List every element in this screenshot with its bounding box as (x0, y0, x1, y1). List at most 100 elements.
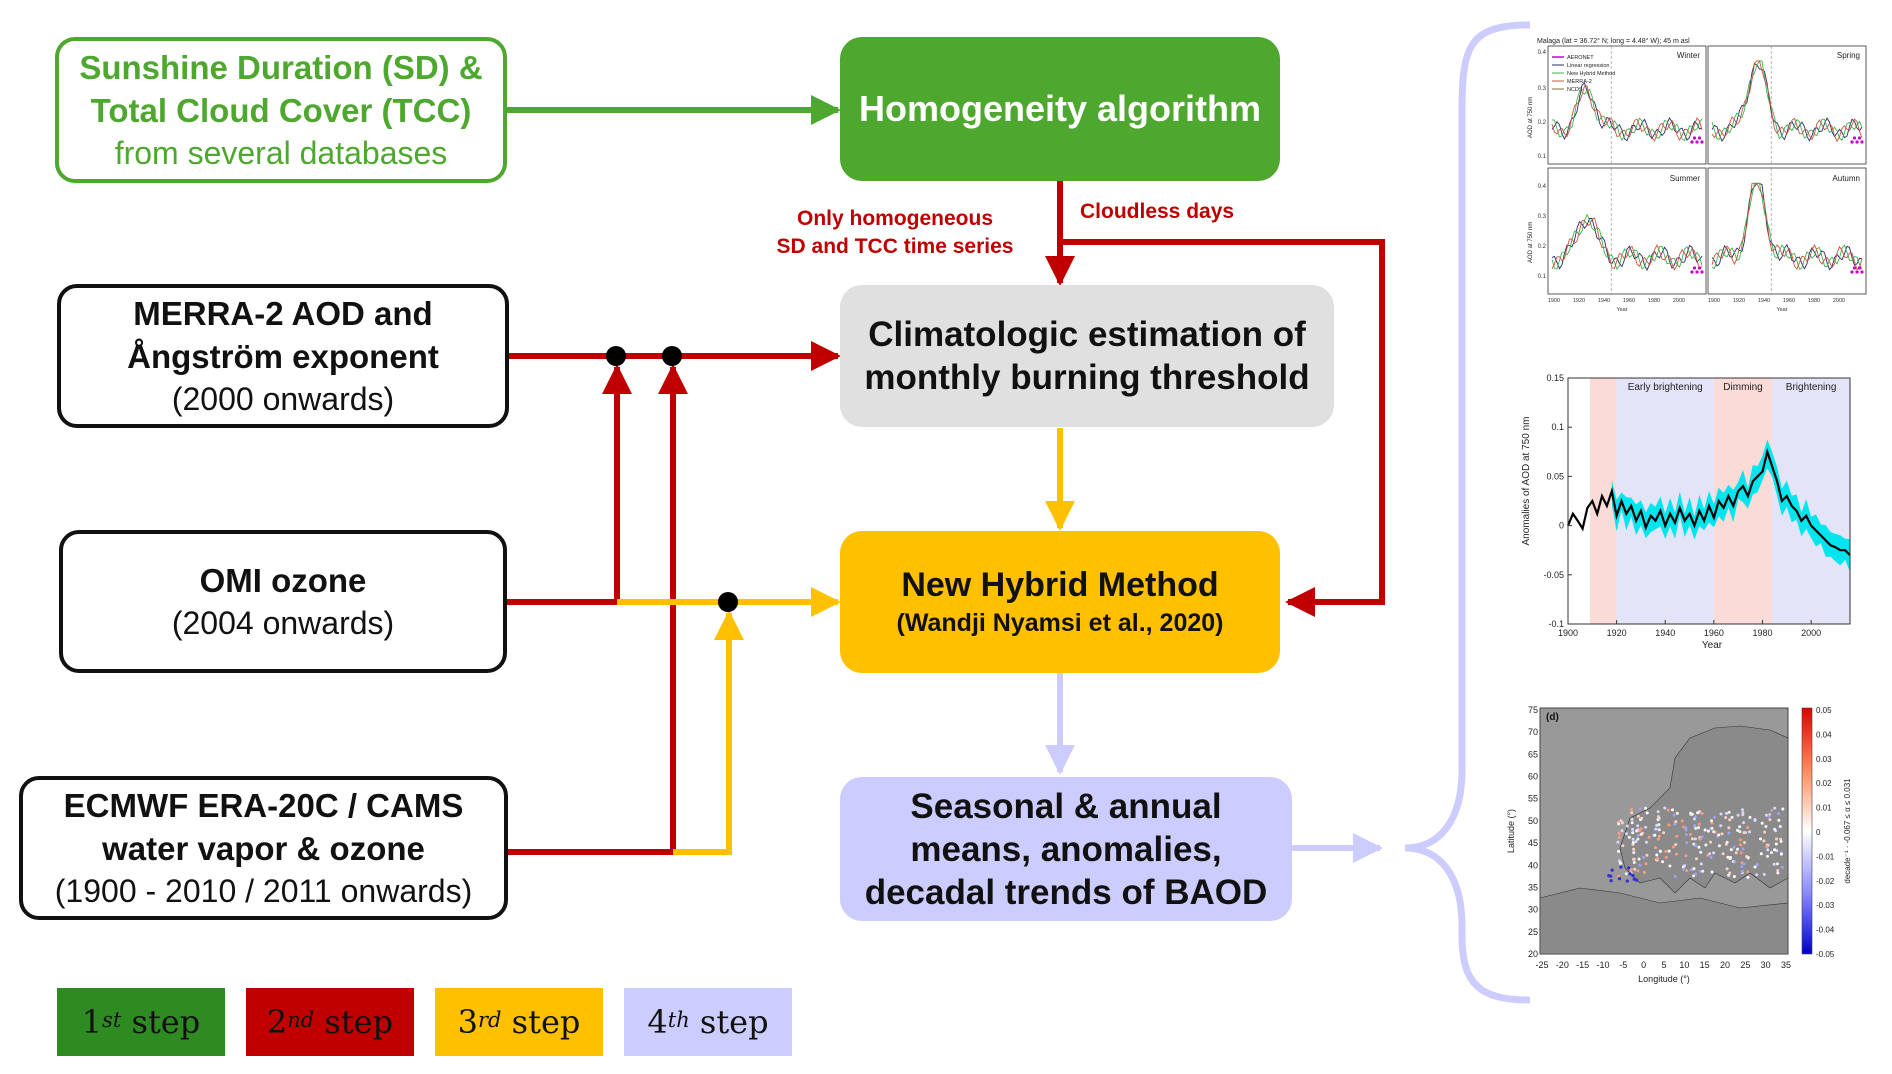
station-dot (1661, 860, 1665, 864)
map-ytick: 35 (1528, 882, 1538, 892)
station-dot (1738, 825, 1742, 829)
legend-step-1-sup: st (102, 1008, 122, 1032)
station-dot (1692, 817, 1696, 821)
input-omi: OMI ozone (2004 onwards) (59, 530, 507, 673)
sd-title-line1: Sunshine Duration (SD) & (79, 48, 483, 86)
colorbar-tick: 0.04 (1816, 730, 1832, 739)
junction-dot (606, 346, 626, 366)
station-dot (1779, 852, 1783, 856)
hybrid-box: New Hybrid Method (Wandji Nyamsi et al.,… (840, 531, 1280, 673)
station-dot (1637, 857, 1641, 861)
season-subplots (1547, 45, 1867, 295)
anomaly-series-line (1566, 447, 1851, 556)
station-dot (1717, 844, 1721, 848)
seasonal-line2: means, anomalies, (910, 829, 1222, 869)
station-dot (1694, 826, 1698, 830)
station-dot (1709, 855, 1713, 859)
station-dot (1693, 837, 1697, 841)
station-dot (1674, 820, 1678, 824)
seasonal-xtick: 1920 (1573, 298, 1585, 304)
station-dot (1609, 879, 1613, 883)
station-dot (1734, 851, 1738, 855)
station-dot (1727, 810, 1731, 814)
seasonal-ylabel-2: AOD at 750 nm (1528, 222, 1534, 263)
station-dot (1763, 830, 1767, 834)
station-dot (1781, 807, 1785, 811)
map-xtick: 10 (1679, 960, 1689, 970)
seasonal-ytick: 0.4 (1538, 50, 1547, 56)
season-series-line (1711, 60, 1863, 143)
station-dot (1671, 808, 1674, 812)
map-xtick: 15 (1700, 960, 1710, 970)
seasonal-xtick: 1940 (1758, 298, 1770, 304)
station-dot (1700, 835, 1704, 839)
map-ytick: 25 (1528, 927, 1538, 937)
map-ylabel: Latitude (°) (1506, 809, 1516, 853)
station-dot (1725, 811, 1728, 815)
season-label-autumn: Autumn (1832, 174, 1860, 183)
legend-step-2-word: step (324, 1003, 394, 1041)
y-tick-label: -0.05 (1543, 570, 1564, 580)
map-ytick: 50 (1528, 816, 1538, 826)
map-xtick: 5 (1661, 960, 1666, 970)
station-dot (1712, 851, 1716, 855)
station-dot (1664, 849, 1668, 853)
station-dot (1748, 815, 1752, 819)
aeronet-point (1697, 136, 1702, 140)
arrow-cloudless-to-hybrid (1060, 239, 1385, 617)
station-dot (1770, 808, 1774, 812)
station-dot (1741, 847, 1745, 851)
colorbar-tick: -0.04 (1816, 926, 1835, 935)
station-dot (1658, 849, 1662, 853)
seasonal-legend-item: New Hybrid Method (1567, 71, 1615, 77)
station-dot (1746, 856, 1750, 860)
seasonal-ytick: 0.2 (1538, 244, 1547, 250)
station-dot (1710, 819, 1713, 823)
legend-step-2-num: 2 (266, 1003, 288, 1041)
station-dot (1636, 814, 1640, 818)
station-dot (1742, 862, 1746, 866)
station-dot (1694, 872, 1697, 876)
aeronet-point (1692, 136, 1697, 140)
station-dot (1726, 855, 1730, 859)
station-dot (1696, 811, 1700, 815)
seasonal-xtick: 1980 (1648, 298, 1660, 304)
seasonal-line1: Seasonal & annual (910, 786, 1222, 826)
climatologic-line2: monthly burning threshold (864, 358, 1310, 397)
station-dot (1736, 828, 1740, 832)
seasonal-ytick: 0.2 (1538, 120, 1547, 126)
colorbar-tick: 0.02 (1816, 779, 1832, 788)
map-xtick: -5 (1619, 960, 1627, 970)
season-subplot-frame (1547, 45, 1707, 165)
uncertainty-band (1611, 439, 1850, 572)
season-series-line (1551, 218, 1703, 272)
map-xtick: -15 (1576, 960, 1589, 970)
seasonal-line3: decadal trends of BAOD (864, 872, 1268, 912)
station-dot (1739, 851, 1743, 855)
omi-title: OMI ozone (199, 561, 367, 599)
station-dot (1625, 879, 1629, 883)
station-dot (1753, 819, 1757, 822)
station-dot (1762, 839, 1766, 843)
station-dot (1629, 868, 1633, 871)
station-dot (1644, 840, 1648, 844)
x-tick-label: 1900 (1558, 628, 1578, 638)
seasonal-legend-item: AERONET (1567, 55, 1594, 61)
station-dot (1777, 818, 1781, 822)
station-dot (1724, 816, 1728, 819)
station-dot (1624, 872, 1628, 876)
station-dot (1727, 826, 1731, 830)
station-dot (1666, 808, 1670, 812)
cloudless-days-label: Cloudless days (1080, 200, 1235, 223)
aeronet-point (1860, 270, 1864, 274)
aeronet-point (1697, 266, 1702, 270)
station-dot (1759, 837, 1762, 841)
station-dot (1779, 837, 1783, 841)
seasonal-ytick: 0.1 (1538, 154, 1547, 160)
hybrid-title: New Hybrid Method (901, 566, 1219, 604)
station-dot (1684, 833, 1688, 837)
